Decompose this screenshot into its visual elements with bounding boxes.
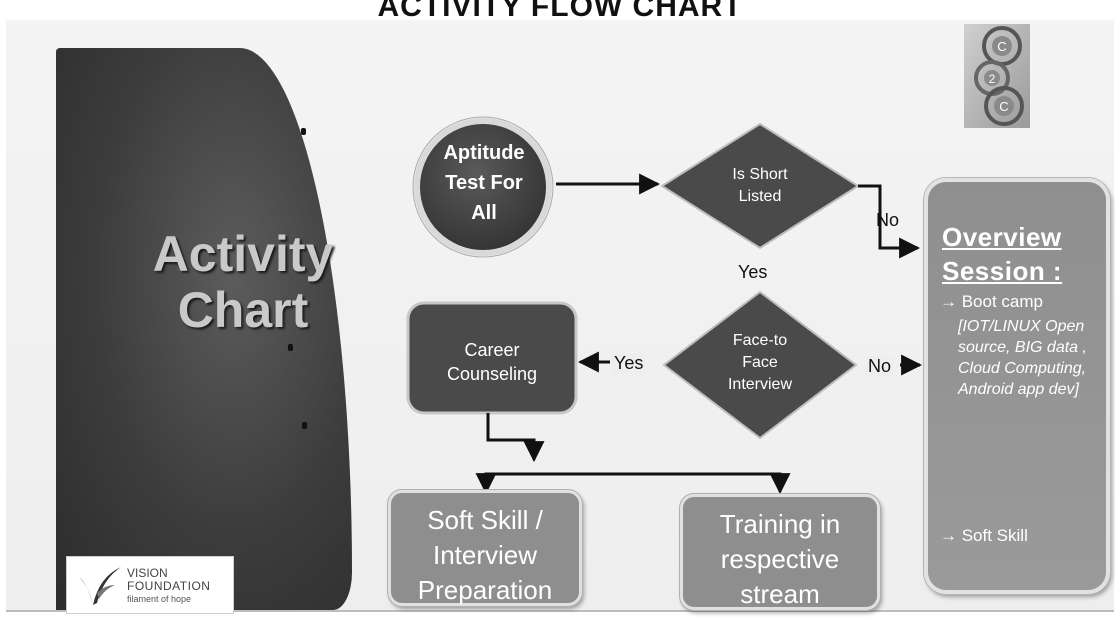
node-line: Face-to [732,332,788,349]
node-line: Career [464,340,520,360]
decorative-dot [301,128,306,135]
edge-label-no: No [876,210,900,230]
badge-letter: 2 [989,72,996,86]
node-line: Listed [738,188,782,205]
overview-item: → Soft Skill [940,526,1028,545]
node-line: Is Short [732,166,788,183]
node-line: Soft Skill / [427,505,543,535]
node-line: Preparation [417,575,553,605]
overview-item: → Boot camp [940,292,1043,311]
aptitude-node-label: Aptitude Test For All [425,138,543,228]
node-line: Counseling [446,364,538,384]
face-to-face-label: Face-to Face Interview [700,330,820,396]
node-line: Test For [445,172,523,194]
short-listed-label: Is Short Listed [700,164,820,208]
node-line: stream [740,579,820,609]
soft-skill-node: Soft Skill / Interview Preparation [388,490,582,606]
decorative-dot [288,344,293,351]
edge-branch [484,472,782,488]
node-line: respective [720,544,840,574]
node-line: Face [742,354,778,371]
vision-foundation-logo-icon [79,567,121,605]
career-node [406,301,578,415]
side-title-line: Chart [177,282,309,338]
edge-label-no: No [866,356,894,377]
overview-title-line: Overview [942,222,1062,252]
edge-label-yes: Yes [612,353,646,374]
node-line: Training in [719,509,841,539]
badge-letter: C [997,39,1006,54]
node-line: Interview [432,540,538,570]
decorative-dot [302,422,307,429]
logo-name: VISION FOUNDATION [127,567,210,593]
node-line: Aptitude [443,142,525,164]
badge-letter: C [999,99,1008,114]
overview-session-box: Overview Session : → Boot camp [IOT/LINU… [924,178,1110,594]
edge-shortlisted-no [858,184,921,259]
training-node: Training in respective stream [680,494,880,610]
edge-label-yes: Yes [738,262,768,282]
page-title: ACTIVITY FLOW CHART [377,0,743,23]
overview-item-detail: [IOT/LINUX Open source, BIG data , Cloud… [958,318,1087,398]
side-title-line: Activity [152,226,334,282]
logo-tagline: filament of hope [127,594,192,604]
face-to-face-decision [662,290,858,440]
aptitude-node [414,118,552,256]
overview-title: Overview Session : [942,220,1062,288]
node-line: Interview [727,376,793,393]
c2c-badge-icon: C 2 C [964,24,1030,128]
logo-name-line: VISION [127,566,168,580]
edge-career-down [486,413,545,463]
career-node-label: Career Counseling [412,338,572,386]
node-line: All [471,202,497,224]
overview-title-line: Session : [942,256,1063,286]
vision-foundation-logo: VISION FOUNDATION filament of hope [66,556,234,614]
logo-name-line: FOUNDATION [127,579,211,593]
side-panel-title: Activity Chart [118,226,368,338]
short-listed-decision [660,122,860,250]
side-panel [56,48,352,610]
